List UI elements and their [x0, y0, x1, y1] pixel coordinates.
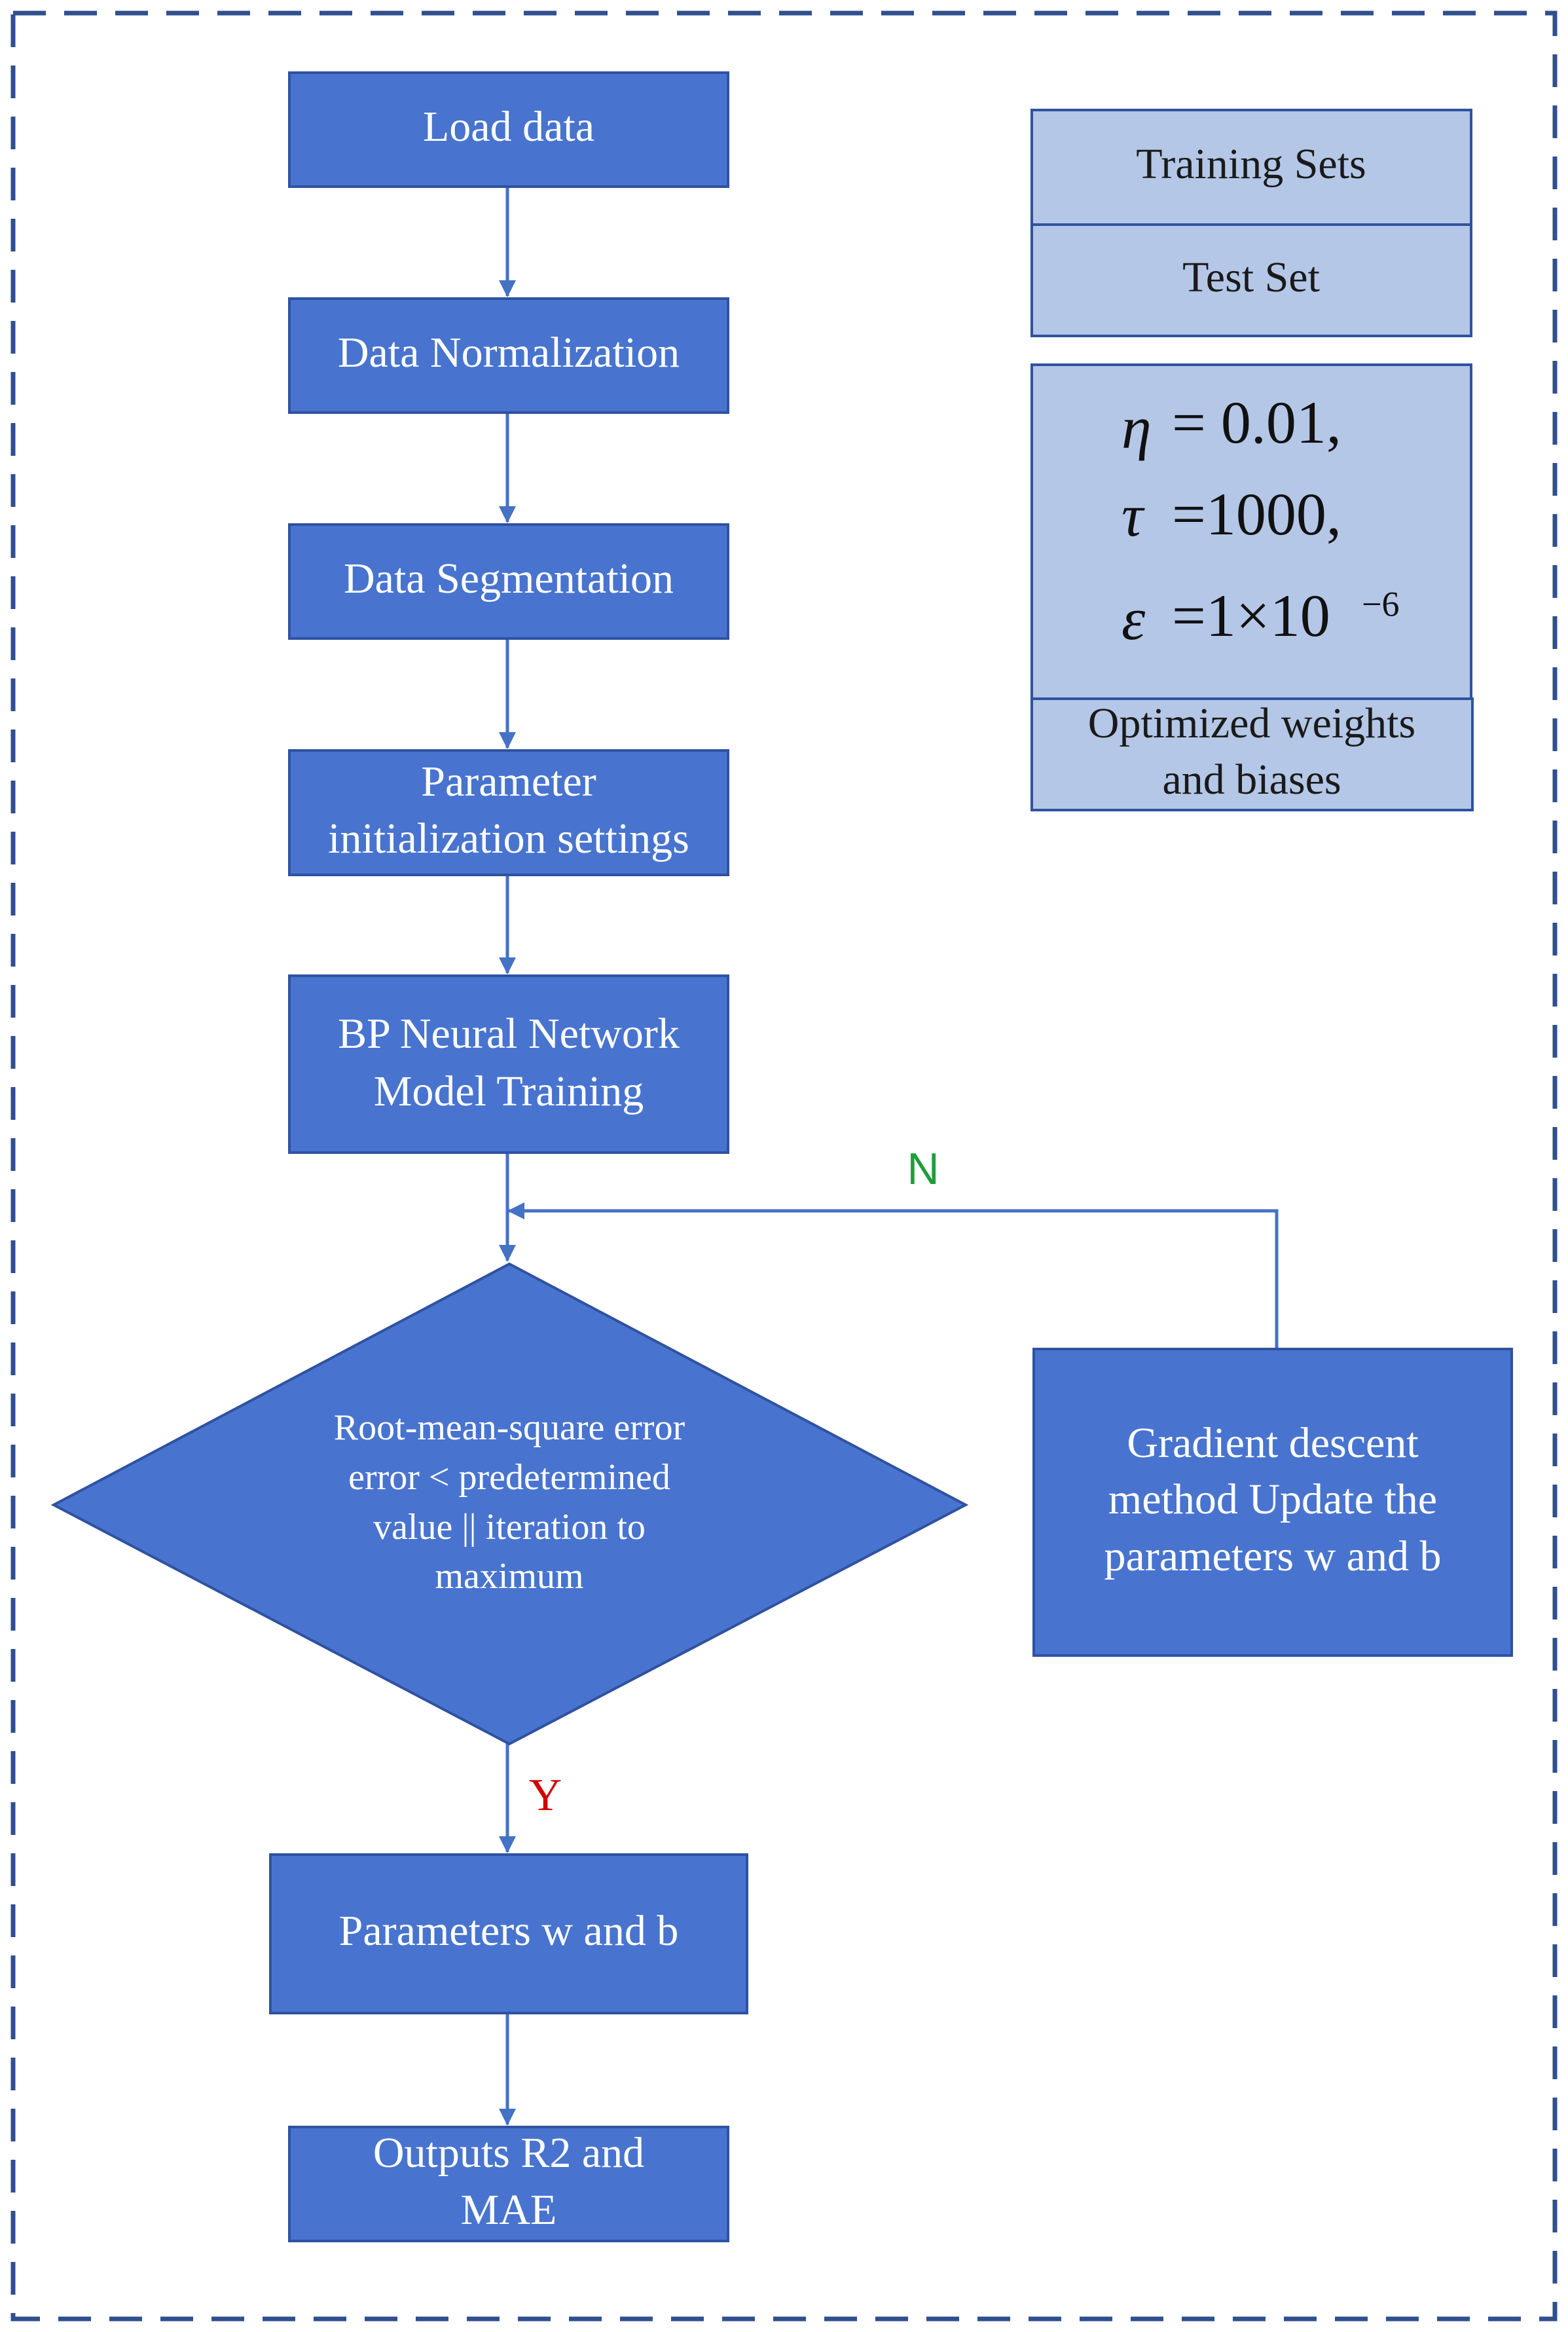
load-data-label: Load data: [423, 103, 594, 151]
side-test-set: Test Set: [1030, 223, 1472, 337]
node-bp-training: BP Neural Network Model Training: [288, 974, 729, 1154]
param-init-line-1: Parameter: [421, 758, 596, 805]
outputs-line-1: Outputs R2 and: [373, 2129, 644, 2177]
node-gradient-descent: Gradient descent method Update the param…: [1032, 1348, 1513, 1657]
epsilon-symbol: ε: [1121, 585, 1146, 652]
decision-line-3: value || iteration to: [373, 1507, 646, 1547]
optimized-line-2: and biases: [1162, 756, 1341, 804]
param-init-line-2: initialization settings: [328, 815, 689, 862]
gradient-line-2: method Update the: [1108, 1475, 1437, 1523]
branch-label-yes: Y: [529, 1770, 562, 1821]
test-set-label: Test Set: [1182, 253, 1320, 301]
params-wb-label: Parameters w and b: [339, 1907, 679, 1955]
decision-line-1: Root-mean-square error: [334, 1407, 685, 1448]
node-load-data: Load data: [288, 71, 729, 188]
side-hyperparameters: η = 0.01, τ =1000, ε =1×10 −6: [1030, 363, 1472, 700]
side-optimized: Optimized weights and biases: [1030, 697, 1474, 811]
epsilon-exponent: −6: [1362, 584, 1399, 623]
node-parameters-wb: Parameters w and b: [269, 1853, 748, 2014]
arrow-gradient-loop: [507, 1202, 1279, 1349]
outputs-line-2: MAE: [461, 2186, 557, 2234]
branch-label-no: N: [907, 1144, 939, 1194]
side-training-sets: Training Sets: [1030, 109, 1472, 226]
node-parameter-initialization: Parameter initialization settings: [288, 749, 729, 876]
decision-line-4: maximum: [435, 1556, 583, 1597]
tau-symbol: τ: [1121, 482, 1145, 549]
bp-training-line-1: BP Neural Network: [338, 1010, 680, 1058]
training-sets-label: Training Sets: [1136, 140, 1366, 188]
node-decision: Root-mean-square error error < predeterm…: [50, 1262, 969, 1746]
connectors: [499, 187, 1279, 2126]
bp-training-line-2: Model Training: [374, 1067, 644, 1115]
dashed-frame: [10, 10, 1558, 2322]
epsilon-value: =1×10: [1172, 582, 1330, 649]
node-data-segmentation: Data Segmentation: [288, 523, 729, 640]
eta-value: = 0.01,: [1172, 389, 1341, 456]
gradient-line-1: Gradient descent: [1127, 1419, 1418, 1467]
gradient-line-3: parameters w and b: [1104, 1532, 1442, 1580]
node-data-normalization: Data Normalization: [288, 297, 729, 414]
node-outputs: Outputs R2 and MAE: [288, 2126, 729, 2242]
data-segmentation-label: Data Segmentation: [344, 555, 674, 602]
optimized-line-1: Optimized weights: [1088, 699, 1415, 747]
eta-symbol: η: [1121, 394, 1152, 461]
tau-value: =1000,: [1172, 481, 1341, 547]
data-normalization-label: Data Normalization: [338, 329, 680, 377]
decision-line-2: error < predetermined: [348, 1457, 670, 1498]
